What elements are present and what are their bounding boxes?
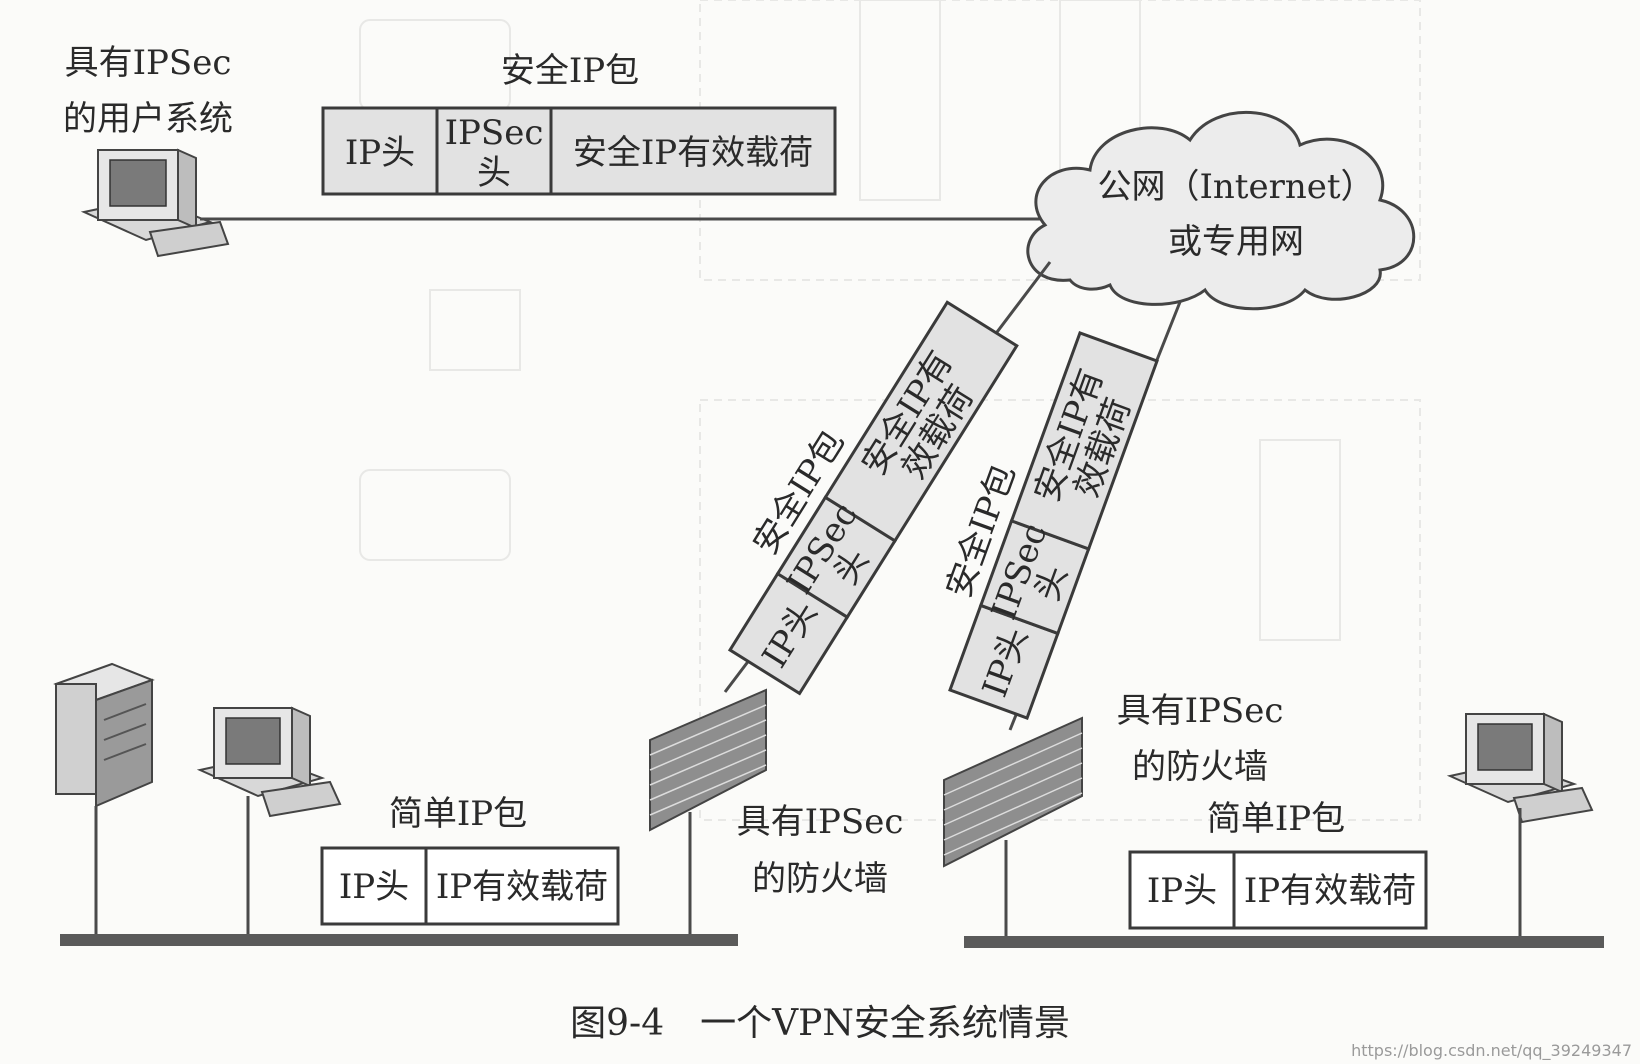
left-firewall-label-line1: 具有IPSec: [737, 802, 904, 842]
top-packet-ip-header: IP头: [345, 133, 415, 173]
left-simple-packet-ip-header: IP头: [339, 867, 409, 907]
figure-caption: 图9-4 一个VPN安全系统情景: [570, 1003, 1070, 1044]
top-packet-ipsec-header-line2: 头: [477, 153, 511, 193]
left-firewall-label-line2: 的防火墙: [752, 859, 888, 899]
top-packet-ipsec-header-line1: IPSec: [445, 113, 544, 153]
firewall-icon-right: [943, 716, 1083, 868]
left-simple-packet: [320, 846, 620, 926]
right-simple-packet-ip-header: IP头: [1147, 871, 1217, 911]
right-firewall-label-line1: 具有IPSec: [1117, 691, 1284, 731]
right-simple-packet-title: 简单IP包: [1207, 799, 1345, 839]
right-lan-bus: [964, 936, 1604, 948]
cloud-icon: [1026, 110, 1416, 311]
left-simple-packet-payload: IP有效载荷: [436, 867, 608, 907]
top-packet-payload: 安全IP有效载荷: [573, 133, 813, 173]
watermark: https://blog.csdn.net/qq_39249347: [1351, 1041, 1632, 1061]
computer-icon-right: [1446, 712, 1594, 824]
left-lan-bus: [60, 934, 738, 946]
diagonal-packet-left: IP头 IPSec 头 安全IP有 效载荷 安全IP包: [727, 300, 1019, 696]
firewall-icon-left: [649, 688, 767, 832]
right-firewall-label-line2: 的防火墙: [1132, 747, 1268, 787]
computer-icon-top: [80, 148, 230, 258]
computer-icon-left: [196, 706, 342, 818]
cloud-label-line1: 公网（Internet）: [1097, 167, 1374, 207]
left-simple-packet-title: 简单IP包: [389, 794, 527, 834]
right-simple-packet: [1128, 850, 1428, 930]
right-simple-packet-payload: IP有效载荷: [1244, 871, 1416, 911]
server-icon-left: [53, 662, 155, 808]
cloud-label-line2: 或专用网: [1168, 222, 1304, 262]
user-system-label-line2: 的用户系统: [63, 99, 233, 139]
top-packet-title: 安全IP包: [501, 51, 639, 91]
user-system-label-line1: 具有IPSec: [65, 43, 232, 83]
top-secure-packet: [321, 106, 837, 196]
